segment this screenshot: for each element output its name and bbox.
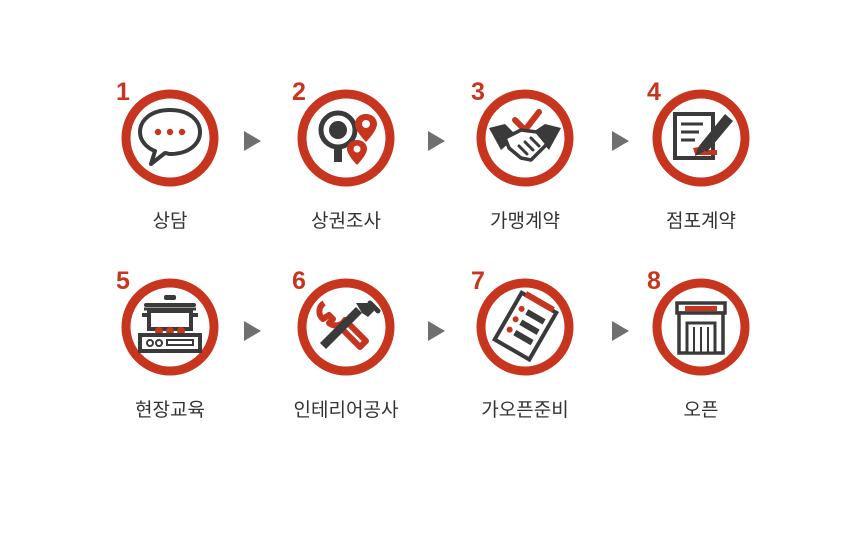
step-label: 상담 — [152, 210, 188, 232]
speech-bubble-icon — [138, 108, 202, 166]
step-number: 4 — [647, 78, 661, 106]
arrow-right-icon — [244, 131, 261, 151]
step-ring — [475, 88, 575, 188]
step-label: 오픈 — [683, 399, 719, 421]
step-2: 2 상권조사 — [266, 80, 426, 258]
handshake-icon — [489, 109, 561, 162]
step-4: 4 점포계약 — [621, 80, 781, 258]
step-number: 7 — [471, 267, 485, 295]
step-number: 1 — [116, 78, 130, 106]
contract-pen-icon — [673, 112, 733, 160]
step-label: 가맹계약 — [490, 210, 560, 232]
arrow-right-icon — [612, 321, 629, 341]
step-5: 5 현장교육 — [90, 269, 250, 447]
step-ring — [296, 277, 396, 377]
step-ring — [475, 277, 575, 377]
magnifier-location-icon — [318, 110, 377, 165]
step-label: 점포계약 — [666, 210, 736, 232]
step-label: 인테리어공사 — [293, 399, 399, 421]
step-ring — [120, 88, 220, 188]
step-1: 1 상담 — [90, 80, 250, 258]
step-ring — [296, 88, 396, 188]
step-number: 8 — [647, 267, 661, 295]
arrow-right-icon — [244, 321, 261, 341]
step-7: 7 가오픈준비 — [445, 269, 605, 447]
step-8: 8 오픈 — [621, 269, 781, 447]
step-number: 3 — [471, 78, 485, 106]
step-label: 현장교육 — [135, 399, 205, 421]
step-6: 6 인테리어공사 — [266, 269, 426, 447]
step-ring — [120, 277, 220, 377]
arrow-right-icon — [428, 131, 445, 151]
storefront-icon — [675, 301, 727, 355]
step-label: 가오픈준비 — [481, 399, 569, 421]
step-3: 3 가맹계약 — [445, 80, 605, 258]
step-ring — [651, 88, 751, 188]
checklist-icon — [491, 290, 560, 363]
tools-icon — [316, 300, 381, 350]
step-number: 5 — [116, 267, 130, 295]
step-ring — [651, 277, 751, 377]
step-number: 6 — [292, 267, 306, 295]
cooking-pot-icon — [138, 295, 202, 353]
arrow-right-icon — [612, 131, 629, 151]
arrow-right-icon — [428, 321, 445, 341]
step-label: 상권조사 — [311, 210, 381, 232]
step-number: 2 — [292, 78, 306, 106]
